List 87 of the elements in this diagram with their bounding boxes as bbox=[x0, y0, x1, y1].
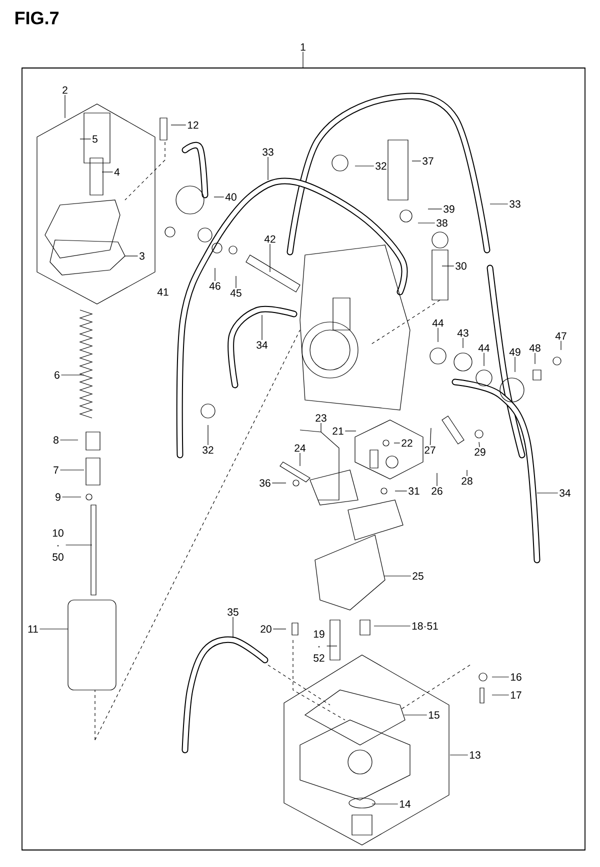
leader-line bbox=[534, 352, 536, 364]
leader-line bbox=[394, 442, 400, 444]
callout-number: 21 bbox=[332, 427, 344, 435]
leader-line bbox=[412, 160, 422, 162]
leader-line bbox=[560, 340, 562, 350]
callout-number: 31 bbox=[408, 487, 420, 495]
callout-number: 35 bbox=[228, 608, 238, 616]
leader-line bbox=[272, 482, 286, 484]
leader-line bbox=[232, 616, 234, 638]
leader-line bbox=[344, 430, 356, 432]
leader-line bbox=[214, 196, 224, 198]
callout-number: 33 bbox=[262, 148, 274, 156]
callout-number: 17 bbox=[510, 691, 522, 699]
callout-number: 37 bbox=[422, 157, 434, 165]
leader-line bbox=[39, 628, 68, 630]
leader-line bbox=[66, 544, 92, 546]
callout-number: 5 bbox=[92, 135, 98, 143]
callout-number: 27 bbox=[424, 446, 436, 454]
callout-number: 42 bbox=[264, 235, 276, 243]
callout-number: 11 bbox=[28, 625, 38, 633]
leader-line bbox=[394, 490, 408, 492]
callout-number: 2 bbox=[62, 86, 68, 94]
callout-number: 47 bbox=[555, 332, 566, 340]
callout-number: 25 bbox=[412, 572, 424, 580]
leader-line bbox=[418, 222, 436, 224]
leader-line bbox=[80, 138, 92, 140]
callout-number: 46 bbox=[209, 282, 220, 290]
callout-number: 44 bbox=[432, 319, 444, 327]
leader-line bbox=[536, 492, 558, 494]
callout-number: 44 bbox=[478, 344, 490, 352]
callout-number: 45 bbox=[230, 289, 242, 297]
callout-number: 26 bbox=[432, 487, 442, 495]
leader-line bbox=[436, 472, 438, 486]
figure-title: FIG.7 bbox=[16, 12, 59, 24]
leader-line bbox=[272, 628, 286, 630]
leader-line bbox=[430, 428, 432, 446]
leader-line bbox=[214, 268, 216, 282]
leader-line bbox=[514, 356, 516, 372]
callout-number: 19 · 52 bbox=[314, 630, 324, 662]
callout-number: 32 bbox=[202, 446, 214, 454]
callout-number: 30 bbox=[456, 262, 466, 270]
callout-number: 49 bbox=[509, 348, 520, 356]
leader-line bbox=[428, 208, 442, 210]
leader-line bbox=[466, 470, 468, 476]
callout-number: 34 bbox=[560, 489, 571, 497]
callout-number: 16 bbox=[510, 673, 522, 681]
callout-number: 28 bbox=[462, 477, 472, 485]
callout-number: 3 bbox=[139, 252, 144, 260]
callout-number: 43 bbox=[457, 329, 468, 337]
callout-number: 9 bbox=[56, 493, 60, 501]
callout-number: 4 bbox=[114, 168, 120, 176]
callout-number: 1 bbox=[300, 43, 306, 51]
callout-number: 38 bbox=[436, 219, 448, 227]
callout-number: 33 bbox=[510, 200, 520, 208]
leader-line bbox=[492, 694, 510, 696]
callout-number: 48 bbox=[529, 344, 540, 352]
callout-number: 36 bbox=[260, 479, 270, 487]
leader-line bbox=[492, 676, 510, 678]
callout-number: 10 · 50 bbox=[52, 529, 64, 561]
callout-number: 15 bbox=[428, 711, 440, 719]
callout-number: 6 bbox=[54, 371, 60, 379]
callout-number: 20 bbox=[260, 625, 272, 633]
leader-line bbox=[404, 714, 428, 716]
leader-line bbox=[478, 442, 480, 448]
callout-number: 8 bbox=[54, 436, 58, 444]
callout-number: 7 bbox=[54, 466, 58, 474]
leader-line bbox=[62, 496, 82, 498]
callout-number: 14 bbox=[400, 800, 411, 808]
callout-number: 22 bbox=[402, 439, 412, 447]
callout-number: 41 bbox=[157, 288, 168, 296]
leader-line bbox=[320, 422, 322, 432]
leader-line bbox=[170, 124, 186, 126]
callout-number: 40 bbox=[225, 193, 236, 201]
callout-number: 18·51 bbox=[412, 622, 438, 630]
callout-number: 13 bbox=[470, 751, 480, 759]
leader-line bbox=[302, 52, 304, 68]
callout-number: 39 bbox=[444, 205, 454, 213]
leader-line bbox=[450, 754, 468, 756]
leader-line bbox=[64, 94, 66, 118]
callout-number: 29 bbox=[474, 448, 486, 456]
callout-number: 32 bbox=[376, 162, 386, 170]
leader-line bbox=[60, 374, 84, 376]
leader-line bbox=[462, 338, 464, 348]
callout-number: 34 bbox=[256, 341, 268, 349]
callout-number: 23 bbox=[316, 414, 326, 422]
callout-number: 24 bbox=[294, 444, 306, 452]
callout-number: 12 bbox=[188, 121, 198, 129]
